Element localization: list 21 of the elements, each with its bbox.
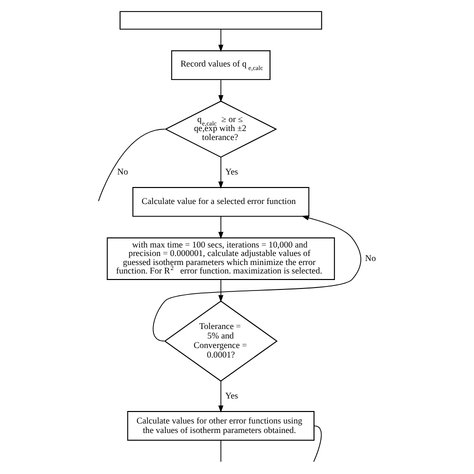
- node-diamond: Tolerance = 5% and Convergence = 0.0001?: [164, 300, 278, 382]
- arrow: [218, 156, 223, 189]
- arrow: [218, 79, 223, 102]
- edge-label: No: [364, 252, 376, 263]
- arrow: [218, 28, 223, 52]
- arrow: [218, 216, 223, 240]
- arrow: [218, 380, 223, 413]
- arrow: [218, 279, 223, 302]
- edge-label: Yes: [224, 166, 238, 177]
- connector: [312, 425, 322, 462]
- edge-label: Yes: [224, 390, 238, 400]
- arrow: [152, 215, 361, 342]
- connector: [220, 440, 221, 462]
- connector: [98, 128, 165, 202]
- node-box: Record values of q$_{e,calc}$: [170, 50, 270, 80]
- node-box: with max time = 100 secs, iterations = 10,000 and precision = 0.000001, calculate adjustable values of guessed isotherm parameters which minimize the error function. For R$^{2}$ error function. maximization is selected.: [106, 237, 334, 280]
- edge-label: No: [116, 166, 128, 177]
- node-box: Calculate values for other error functions using the values of isotherm parameters obtained.: [126, 410, 314, 441]
- node-box: [119, 11, 322, 30]
- node-box: Calculate value for a selected error function: [132, 187, 309, 217]
- node-diamond: q$_{e,calc}$ ≥ or ≤ qe,exp with ±2 tolerance?: [164, 100, 277, 158]
